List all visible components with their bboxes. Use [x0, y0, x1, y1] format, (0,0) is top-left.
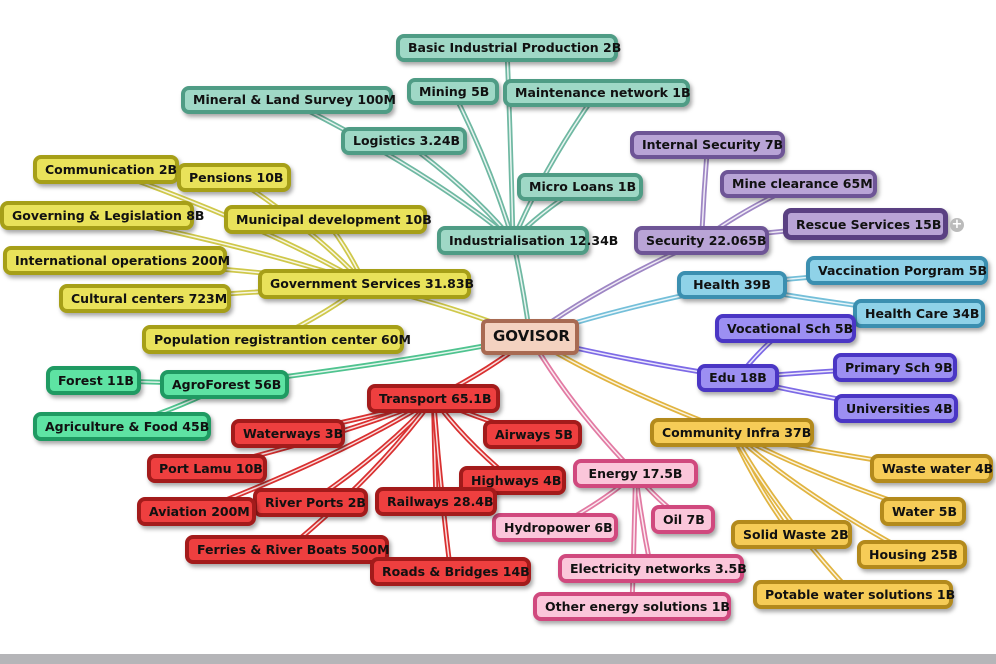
node-pensions[interactable]: Pensions 10B — [177, 163, 291, 192]
branch-health[interactable]: Health 39B — [677, 271, 787, 299]
branch-government-services[interactable]: Government Services 31.83B — [258, 269, 474, 299]
node-universities[interactable]: Universities 4B — [834, 394, 958, 423]
connector-tr-ferry-highlight — [286, 398, 435, 551]
node-rescue-services[interactable]: Rescue Services 15B — [783, 208, 948, 240]
node-electricity-networks[interactable]: Electricity networks 3.5B — [558, 554, 747, 583]
connector-tr-roads-highlight — [432, 398, 452, 572]
node-railways[interactable]: Railways 28.4B — [375, 487, 497, 516]
branch-transport[interactable]: Transport 65.1B — [367, 384, 500, 413]
node-cultural-centers[interactable]: Cultural centers 723M — [59, 284, 231, 313]
connector-comm-pot — [729, 430, 856, 597]
node-port-lamu[interactable]: Port Lamu 10B — [147, 454, 267, 483]
node-governing-legislation[interactable]: Governing & Legislation 8B — [0, 201, 204, 230]
bottom-scrollbar — [0, 654, 996, 664]
node-housing[interactable]: Housing 25B — [857, 540, 967, 569]
node-river-ports[interactable]: River Ports 2B — [253, 488, 368, 517]
branch-industrialisation[interactable]: Industrialisation 12.34B — [437, 226, 618, 255]
node-aviation[interactable]: Aviation 200M — [137, 497, 256, 526]
node-water[interactable]: Water 5B — [880, 497, 966, 526]
branch-community-infra[interactable]: Community Infra 37B — [650, 418, 814, 447]
node-ferries-river-boats[interactable]: Ferries & River Boats 500M — [185, 535, 390, 564]
node-vaccination-program[interactable]: Vaccination Porgram 5B — [806, 256, 988, 285]
node-international-operations[interactable]: International operations 200M — [3, 246, 230, 275]
node-oil[interactable]: Oil 7B — [651, 505, 715, 534]
node-internal-security[interactable]: Internal Security 7B — [630, 131, 785, 159]
node-vocational-sch[interactable]: Vocational Sch 5B — [715, 314, 856, 343]
node-airways[interactable]: Airways 5B — [483, 420, 582, 449]
node-roads-bridges[interactable]: Roads & Bridges 14B — [370, 557, 531, 586]
node-mineral-land-survey[interactable]: Mineral & Land Survey 100M — [181, 86, 396, 114]
branch-energy[interactable]: Energy 17.5B — [573, 459, 698, 488]
node-logistics[interactable]: Logistics 3.24B — [341, 127, 467, 155]
node-waterways[interactable]: Waterways 3B — [231, 419, 345, 448]
branch-agroforest[interactable]: AgroForest 56B — [160, 370, 289, 399]
node-waste-water[interactable]: Waste water 4B — [870, 454, 993, 483]
node-population-registration[interactable]: Population registrantion center 60M — [142, 325, 411, 354]
node-primary-sch[interactable]: Primary Sch 9B — [833, 353, 957, 382]
root-node-govisor[interactable]: GOVISOR — [481, 319, 579, 355]
connector-comm-pot-highlight — [731, 432, 854, 596]
connector-ind-mineral-highlight — [286, 99, 514, 242]
branch-edu[interactable]: Edu 18B — [697, 364, 779, 392]
node-basic-industrial-production[interactable]: Basic Industrial Production 2B — [396, 34, 621, 62]
connector-ind-maint-highlight — [512, 92, 598, 241]
node-micro-loans[interactable]: Micro Loans 1B — [517, 173, 643, 201]
connector-ind-mining-highlight — [452, 91, 514, 241]
node-hydropower[interactable]: Hydropower 6B — [492, 513, 618, 542]
connector-en-other-highlight — [631, 473, 637, 607]
node-maintenance-network[interactable]: Maintenance network 1B — [503, 79, 691, 107]
connector-ind-basic-highlight — [506, 47, 514, 241]
connector-ind-maint — [510, 90, 599, 243]
node-mine-clearance[interactable]: Mine clearance 65M — [720, 170, 877, 198]
node-agriculture-food[interactable]: Agriculture & Food 45B — [33, 412, 211, 441]
node-mining[interactable]: Mining 5B — [407, 78, 499, 105]
connector-comm-house-highlight — [731, 431, 913, 556]
node-potable-water[interactable]: Potable water solutions 1B — [753, 580, 955, 609]
node-communication[interactable]: Communication 2B — [33, 155, 179, 184]
node-solid-waste[interactable]: Solid Waste 2B — [731, 520, 852, 549]
node-municipal-development[interactable]: Municipal development 10B — [224, 205, 432, 234]
expand-icon[interactable]: + — [950, 217, 964, 232]
node-other-energy[interactable]: Other energy solutions 1B — [533, 592, 731, 621]
node-forest[interactable]: Forest 11B — [46, 366, 141, 395]
node-highways[interactable]: Highways 4B — [459, 466, 566, 495]
node-health-care[interactable]: Health Care 34B — [853, 299, 985, 328]
branch-security[interactable]: Security 22.065B — [634, 226, 769, 255]
